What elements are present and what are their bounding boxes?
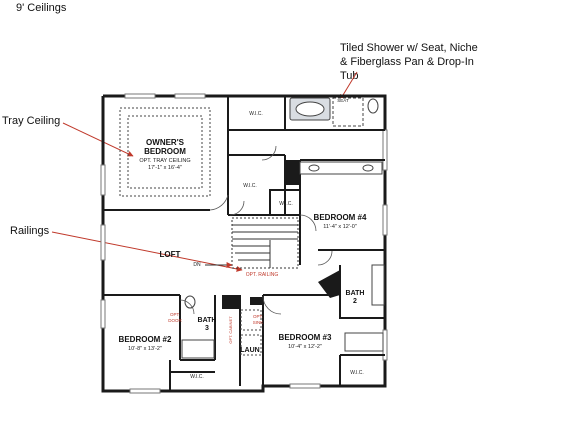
window bbox=[382, 204, 388, 236]
wic-label-owner-2: W.I.C. bbox=[243, 183, 257, 189]
opt-sink-label-2: SINK bbox=[253, 320, 264, 325]
tub-basin bbox=[295, 101, 325, 117]
window bbox=[100, 299, 106, 329]
owners-bedroom-opt: OPT. TRAY CEILING bbox=[139, 158, 190, 164]
opt-door-label-1: OPT. bbox=[170, 312, 180, 317]
bedroom-4-dims: 11'-4" x 12'-0" bbox=[323, 224, 356, 230]
stairs-dn-label: DN bbox=[193, 262, 201, 268]
opt-sink-label-1: OPT. bbox=[253, 314, 263, 319]
railing-arrow bbox=[51, 231, 243, 272]
wall-block bbox=[250, 297, 262, 305]
shower-note-line-3: Tub bbox=[340, 69, 359, 82]
sink bbox=[308, 164, 320, 172]
wic-label-bedroom-4: W.I.C. bbox=[279, 201, 293, 207]
window bbox=[289, 383, 321, 389]
wic-label-owner-1: W.I.C. bbox=[249, 111, 263, 117]
laundry-label: LAUN bbox=[240, 347, 259, 354]
ceiling-height-note: 9' Ceilings bbox=[16, 2, 67, 14]
shower bbox=[332, 97, 364, 127]
bedroom-3-title: BEDROOM #3 bbox=[279, 333, 332, 342]
window bbox=[100, 164, 106, 196]
fixtures bbox=[181, 97, 385, 359]
toilet bbox=[367, 98, 379, 114]
wic-label-bedroom-3: W.I.C. bbox=[350, 370, 364, 376]
shower-note: Tiled Shower w/ Seat, Niche & Fiberglass… bbox=[340, 42, 540, 83]
owners-bedroom-dims: 17'-1" x 16'-4" bbox=[148, 165, 182, 171]
windows bbox=[100, 93, 388, 394]
tray-ceiling-outline bbox=[119, 107, 211, 197]
railings-note: Railings bbox=[10, 225, 50, 237]
bedroom-4-title: BEDROOM #4 bbox=[314, 213, 367, 222]
loft-label: LOFT bbox=[160, 250, 181, 259]
bath-3-label: BATH bbox=[198, 317, 217, 324]
bedroom-2-dims: 10'-8" x 13'-2" bbox=[128, 346, 162, 352]
owners-bedroom-title: OWNER'S bbox=[146, 138, 185, 147]
window bbox=[100, 224, 106, 261]
tray-ceiling-arrow bbox=[62, 122, 134, 157]
wall-blocks bbox=[222, 160, 340, 309]
shower-note-line-1: Tiled Shower w/ Seat, Niche bbox=[340, 42, 478, 54]
wall-block bbox=[318, 270, 340, 298]
staircase bbox=[205, 217, 299, 269]
bath3-toilet bbox=[184, 295, 196, 309]
opt-cabinet-label: OPT. CABINET bbox=[228, 316, 233, 344]
bath2-tub bbox=[344, 332, 384, 352]
wall-block bbox=[222, 295, 240, 309]
opt-railing-label: OPT. RAILING bbox=[246, 272, 279, 278]
shower-note-line-2: & Fiberglass Pan & Drop-In bbox=[340, 55, 474, 68]
sink bbox=[362, 164, 374, 172]
window bbox=[382, 129, 388, 171]
laundry-dryer bbox=[240, 309, 262, 331]
bath-2-number: 2 bbox=[353, 298, 357, 305]
seat-label: SEAT bbox=[337, 98, 349, 103]
bath-2-label: BATH bbox=[346, 290, 365, 297]
bedroom-3-dims: 10'-4" x 12'-2" bbox=[288, 344, 322, 350]
vanity bbox=[299, 161, 383, 175]
window bbox=[124, 93, 156, 99]
laundry-washer bbox=[240, 334, 262, 356]
tray-ceiling-note: Tray Ceiling bbox=[2, 115, 61, 127]
bath3-tub bbox=[181, 339, 215, 359]
door-swings bbox=[179, 145, 333, 315]
chase-block bbox=[286, 160, 300, 185]
window bbox=[174, 93, 206, 99]
opt-door-label-2: DOOR bbox=[168, 318, 182, 323]
bath-3-number: 3 bbox=[205, 325, 209, 332]
wic-label-bedroom-2: W.I.C. bbox=[190, 374, 204, 380]
bedroom-2-title: BEDROOM #2 bbox=[119, 335, 172, 344]
owners-bedroom-title-2: BEDROOM bbox=[144, 147, 186, 156]
window bbox=[129, 388, 161, 394]
bath2-vanity bbox=[371, 264, 385, 306]
